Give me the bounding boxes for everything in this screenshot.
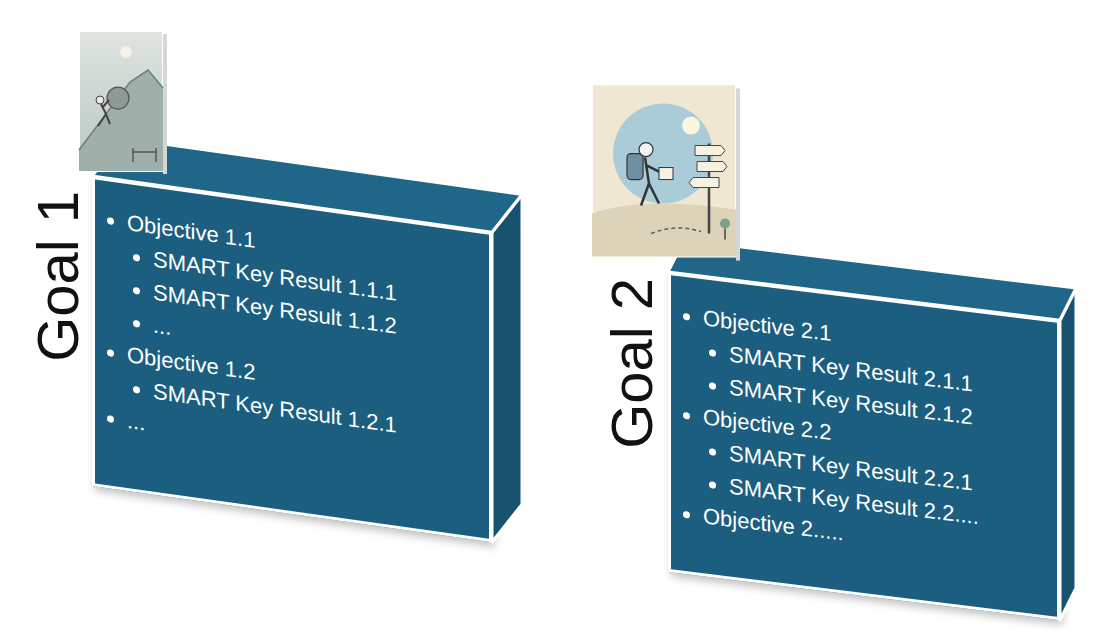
sisyphus-icon [78, 30, 168, 175]
panel-depth [88, 129, 526, 551]
goal-panel: Goal 1Objective 1.1SMART Key Result 1.1.… [92, 176, 492, 542]
bullet-list: Objective 2.1SMART Key Result 2.1.1SMART… [671, 275, 1057, 593]
hiker-icon [591, 84, 741, 262]
goal-panel: Goal 2Objective 2.1SMART Key Result 2.1.… [668, 272, 1060, 620]
bullet-list: Objective 1.1SMART Key Result 1.1.1SMART… [95, 179, 489, 505]
key-result-item: SMART Key Result 1.2.1 [153, 375, 475, 453]
goal-heading: Goal 1 [27, 191, 89, 362]
panel-side [492, 190, 522, 546]
goal-heading: Goal 2 [601, 278, 663, 449]
panel-side [1060, 286, 1076, 622]
